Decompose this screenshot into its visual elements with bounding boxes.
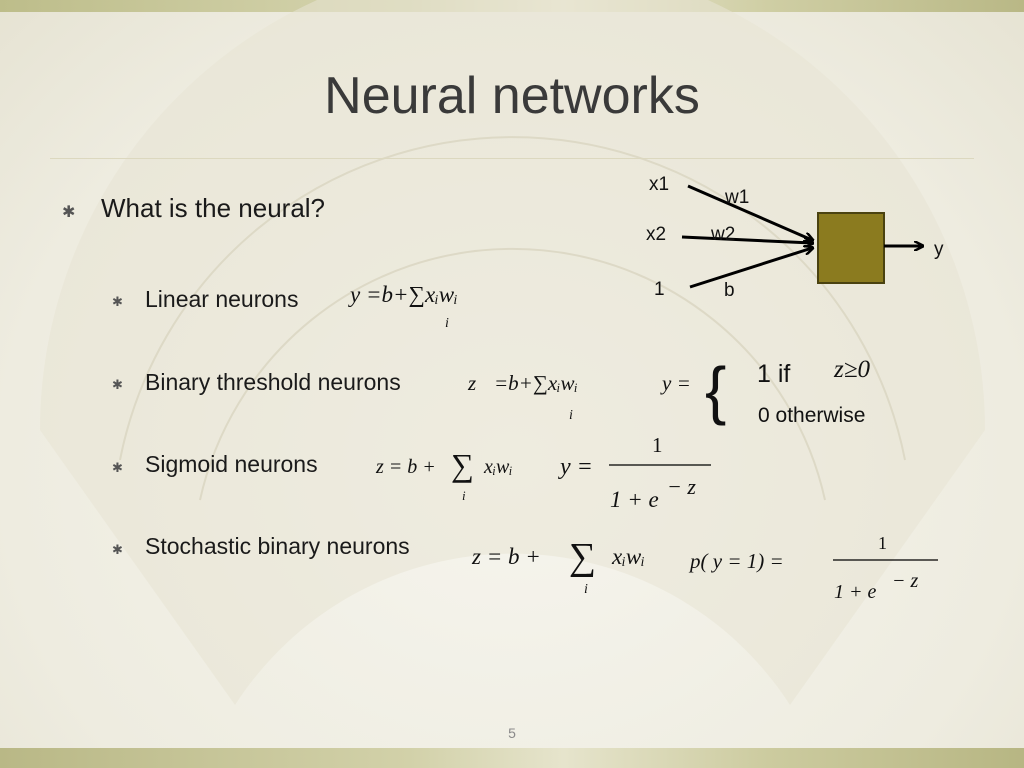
formula-binary-z: z bbox=[467, 371, 476, 395]
weight-label-b: b bbox=[724, 280, 735, 301]
weight-label-w1: w1 bbox=[724, 187, 749, 208]
formula-stochastic-p: p( y = 1) = bbox=[688, 549, 784, 573]
bullet-glyph: ✱ bbox=[112, 460, 123, 475]
formula-linear: y =b+∑xᵢwᵢ i bbox=[348, 282, 458, 331]
formula-binary-sub: i bbox=[569, 408, 573, 423]
bullet-glyph: ✱ bbox=[62, 204, 76, 221]
formula-stochastic-numerator: 1 bbox=[878, 533, 887, 553]
output-label-y: y bbox=[934, 239, 944, 260]
input-label-bias: 1 bbox=[654, 279, 665, 300]
formula-stochastic-sub: i bbox=[584, 582, 588, 597]
case-1-condition: z≥0 bbox=[833, 356, 870, 383]
title-divider bbox=[50, 158, 974, 159]
sub-bullet-binary: Binary threshold neurons bbox=[145, 369, 401, 395]
bullet-glyph: ✱ bbox=[112, 542, 123, 557]
sub-bullet-linear: Linear neurons bbox=[145, 286, 299, 312]
formula-sigmoid-exponent: − z bbox=[667, 474, 696, 499]
formula-sigmoid-numerator: 1 bbox=[652, 433, 663, 457]
formula-sigmoid: z = b + ∑ xᵢwᵢ i y = 1 1 + e − z bbox=[375, 433, 711, 512]
formula-stochastic: z = b + ∑ xᵢwᵢ i p( y = 1) = 1 1 + e − z bbox=[471, 533, 938, 603]
formula-stochastic-denominator: 1 + e bbox=[834, 581, 876, 603]
formula-stochastic-exponent: − z bbox=[892, 570, 918, 592]
formula-stochastic-xw: xᵢwᵢ bbox=[611, 544, 645, 569]
case-2-label: 0 otherwise bbox=[758, 404, 865, 427]
formula-sigmoid-z: z = b + bbox=[375, 456, 436, 478]
formula-binary: z =b+∑xᵢwᵢ i y = { 1 if z≥0 0 otherwise bbox=[467, 354, 870, 427]
page-number: 5 bbox=[508, 725, 516, 741]
neuron-diagram: x1 x2 1 w1 w2 b y bbox=[646, 174, 944, 301]
formula-binary-z-rhs: =b+∑xᵢwᵢ bbox=[494, 371, 578, 395]
input-edge-bias bbox=[689, 248, 812, 289]
formula-sigmoid-denominator: 1 + e bbox=[610, 487, 659, 512]
formula-linear-sub: i bbox=[445, 316, 449, 331]
cases-brace: { bbox=[705, 354, 726, 426]
input-label-x2: x2 bbox=[646, 224, 666, 245]
formula-linear-lhs: y bbox=[348, 282, 361, 307]
formula-stochastic-z: z = b + bbox=[471, 544, 541, 569]
formula-binary-y: y = bbox=[660, 371, 691, 395]
neuron-node bbox=[817, 212, 885, 284]
weight-label-w2: w2 bbox=[710, 224, 735, 245]
bullet-glyph: ✱ bbox=[112, 294, 123, 309]
bottom-decor-bar bbox=[0, 748, 1024, 768]
formula-sigmoid-y: y = bbox=[558, 454, 593, 480]
main-bullet: What is the neural? bbox=[101, 193, 326, 223]
input-edge-x2 bbox=[681, 235, 812, 243]
formula-sigmoid-xw: xᵢwᵢ bbox=[483, 456, 513, 478]
sub-bullet-sigmoid: Sigmoid neurons bbox=[145, 451, 318, 477]
bullet-glyph: ✱ bbox=[112, 377, 123, 392]
input-label-x1: x1 bbox=[649, 174, 669, 195]
case-1-label: 1 if bbox=[757, 360, 790, 388]
sub-bullet-stochastic: Stochastic binary neurons bbox=[145, 533, 410, 559]
formula-linear-rhs: =b+∑xᵢwᵢ bbox=[366, 282, 458, 307]
formula-sigmoid-sub: i bbox=[462, 488, 466, 503]
formula-stochastic-sum: ∑ bbox=[569, 536, 596, 578]
input-edge-x1 bbox=[687, 184, 812, 240]
slide-title: Neural networks bbox=[324, 67, 700, 125]
formula-sigmoid-sum: ∑ bbox=[451, 447, 474, 483]
